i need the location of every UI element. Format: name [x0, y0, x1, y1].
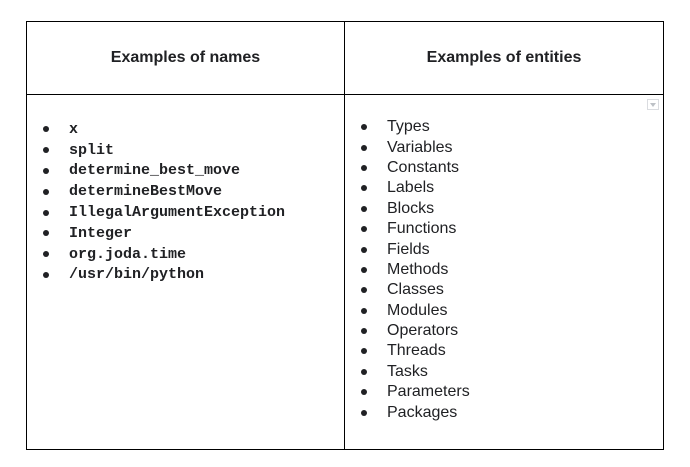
body-row: x split determine_best_move determineBes…: [26, 94, 664, 450]
list-item: Fields: [361, 239, 663, 259]
bullet-icon: [43, 209, 49, 216]
entity-example: Tasks: [387, 362, 428, 380]
list-item: Integer: [43, 223, 344, 244]
bullet-icon: [43, 230, 49, 237]
bullet-icon: [43, 271, 49, 278]
entity-example: Parameters: [387, 383, 470, 401]
bullet-icon: [43, 147, 49, 154]
list-item: /usr/bin/python: [43, 265, 344, 286]
header-entities: Examples of entities: [344, 21, 664, 95]
list-item: Labels: [361, 178, 663, 198]
list-item: Parameters: [361, 382, 663, 402]
list-item: Constants: [361, 158, 663, 178]
entities-cell[interactable]: Types Variables Constants Labels Blocks …: [344, 94, 664, 450]
entity-example: Classes: [387, 281, 444, 299]
list-item: x: [43, 119, 344, 140]
name-example: /usr/bin/python: [69, 266, 205, 284]
name-example: determine_best_move: [69, 162, 241, 180]
name-example: org.joda.time: [69, 245, 187, 263]
entity-example: Threads: [387, 342, 446, 360]
list-item: org.joda.time: [43, 244, 344, 265]
entity-example: Packages: [387, 403, 458, 421]
bullet-icon: [361, 328, 367, 335]
bullet-icon: [43, 251, 49, 258]
list-item: Packages: [361, 402, 663, 422]
list-item: Tasks: [361, 362, 663, 382]
list-item: split: [43, 140, 344, 161]
list-item: Types: [361, 117, 663, 137]
entity-example: Modules: [387, 301, 448, 319]
list-item: Variables: [361, 137, 663, 157]
entity-example: Variables: [387, 138, 453, 156]
bullet-icon: [361, 368, 367, 375]
names-entities-table: Examples of names Examples of entities x…: [26, 21, 664, 450]
bullet-icon: [361, 307, 367, 314]
bullet-icon: [361, 144, 367, 151]
entity-example: Types: [387, 118, 430, 136]
entity-example: Fields: [387, 240, 430, 258]
chevron-down-icon[interactable]: [647, 99, 659, 110]
bullet-icon: [361, 246, 367, 253]
list-item: Functions: [361, 219, 663, 239]
list-item: Threads: [361, 341, 663, 361]
name-example: determineBestMove: [69, 183, 223, 201]
bullet-icon: [361, 409, 367, 416]
entity-example: Constants: [387, 158, 460, 176]
bullet-icon: [361, 348, 367, 355]
bullet-icon: [361, 287, 367, 294]
list-item: Classes: [361, 280, 663, 300]
header-names: Examples of names: [26, 21, 345, 95]
entity-example: Methods: [387, 260, 449, 278]
bullet-icon: [361, 389, 367, 396]
header-row: Examples of names Examples of entities: [26, 21, 664, 95]
bullet-icon: [361, 266, 367, 273]
bullet-icon: [361, 185, 367, 192]
bullet-icon: [361, 205, 367, 212]
name-example: split: [69, 141, 115, 159]
list-item: Operators: [361, 321, 663, 341]
names-list: x split determine_best_move determineBes…: [27, 95, 344, 285]
list-item: Modules: [361, 301, 663, 321]
list-item: Methods: [361, 260, 663, 280]
entity-example: Blocks: [387, 199, 435, 217]
names-cell[interactable]: x split determine_best_move determineBes…: [26, 94, 345, 450]
name-example: x: [69, 120, 79, 138]
list-item: IllegalArgumentException: [43, 202, 344, 223]
name-example: IllegalArgumentException: [69, 204, 286, 222]
list-item: Blocks: [361, 199, 663, 219]
name-example: Integer: [69, 224, 133, 242]
list-item: determine_best_move: [43, 161, 344, 182]
bullet-icon: [361, 124, 367, 131]
bullet-icon: [43, 126, 49, 133]
entity-example: Functions: [387, 220, 457, 238]
bullet-icon: [361, 164, 367, 171]
entity-example: Operators: [387, 322, 459, 340]
list-item: determineBestMove: [43, 181, 344, 202]
bullet-icon: [43, 167, 49, 174]
entity-example: Labels: [387, 179, 435, 197]
bullet-icon: [361, 226, 367, 233]
entities-list: Types Variables Constants Labels Blocks …: [345, 95, 663, 423]
bullet-icon: [43, 188, 49, 195]
